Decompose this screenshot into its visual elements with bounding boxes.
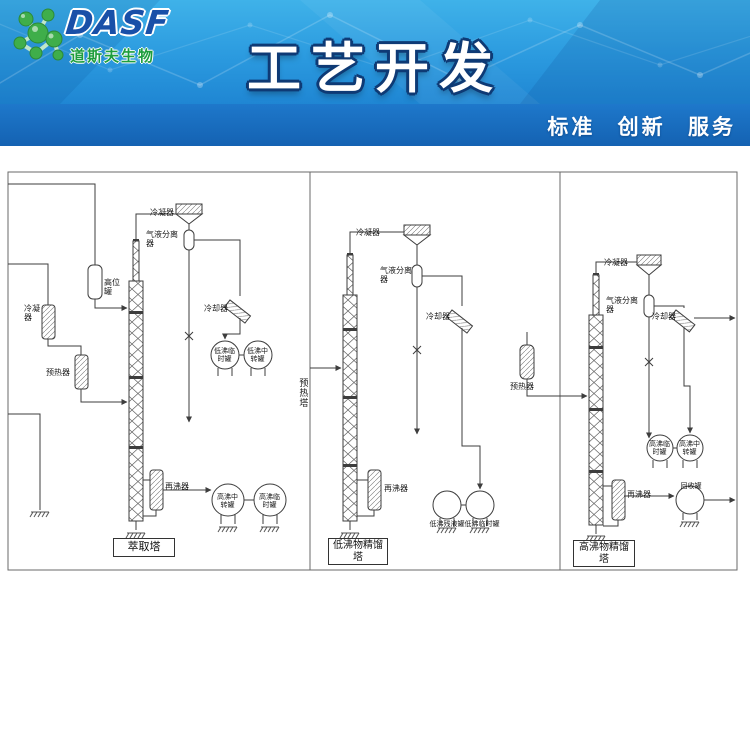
label-cooler-right: 冷却器 — [652, 312, 676, 321]
label-preheater-left: 预热器 — [46, 368, 70, 377]
label-separator-right: 气液分离器 — [606, 296, 638, 315]
preheater-vessel — [74, 354, 89, 390]
diagram-border — [7, 171, 738, 571]
label-reboiler-left: 再沸器 — [165, 482, 189, 491]
label-temp-tank-right: 高沸临时罐 — [649, 440, 670, 457]
label-condenser-mid: 冷凝器 — [356, 228, 380, 237]
condenser-shape — [403, 224, 431, 236]
label-condenser-right: 冷凝器 — [604, 258, 628, 267]
company-logo: DASF 道斯夫生物 — [8, 3, 208, 75]
recovery-tank-shape — [675, 485, 705, 515]
label-preheat-tower: 预热塔 — [297, 378, 308, 408]
reboiler-shape — [367, 469, 382, 511]
condenser-shape — [175, 203, 203, 215]
label-low-boil-transfer-tank: 低沸中转罐 — [247, 347, 268, 364]
gas-liquid-separator-shape — [183, 229, 195, 251]
section-high-boiler — [585, 254, 736, 542]
header-banner: DASF 道斯夫生物 工艺开发 — [0, 0, 750, 104]
label-separator-left: 气液分离器 — [146, 230, 178, 249]
molecule-logo-icon — [13, 8, 64, 61]
label-reboiler-right: 再沸器 — [627, 490, 651, 499]
temp-tank-shape — [465, 490, 495, 520]
process-flow-diagram: 冷凝器 气液分离器 高位罐 冷凝器 预热器 冷却器 低沸临时罐 低沸中转罐 再沸… — [0, 146, 750, 750]
small-condenser-vessel — [41, 304, 56, 340]
label-preheater-mid: 预热器 — [510, 382, 534, 391]
reboiler-shape — [149, 469, 164, 511]
label-residue-tank-mid: 低沸残液罐 — [429, 520, 465, 528]
residue-tank-shape — [432, 490, 462, 520]
label-head-tank: 高位罐 — [104, 278, 120, 297]
label-condenser-left: 冷凝器 — [150, 208, 174, 217]
label-transfer-tank-right: 高沸中转罐 — [679, 440, 700, 457]
label-low-boil-temp-tank: 低沸临时罐 — [214, 347, 235, 364]
head-tank-vessel — [87, 264, 103, 300]
cooler-shape — [445, 309, 474, 334]
sub-banner-strip — [0, 104, 750, 146]
pfd-linework — [7, 171, 738, 571]
label-separator-mid: 气液分离器 — [380, 266, 412, 285]
label-cooler-mid: 冷却器 — [426, 312, 450, 321]
preheater-vessel — [519, 344, 535, 380]
cooler-shape — [669, 309, 696, 333]
extraction-column — [128, 280, 144, 522]
label-recovery-tank: 回收罐 — [680, 482, 702, 490]
label-low-boiler-tower: 低沸物精馏塔 — [328, 538, 388, 565]
label-extraction-tower: 萃取塔 — [113, 538, 175, 557]
label-cooler-left: 冷却器 — [204, 304, 228, 313]
condenser-shape — [636, 254, 662, 266]
label-reboiler-mid: 再沸器 — [384, 484, 408, 493]
reboiler-shape — [611, 479, 626, 521]
logo-subtitle: 道斯夫生物 — [70, 47, 156, 65]
label-temp-tank-mid: 低沸临时罐 — [464, 520, 500, 528]
label-high-boiler-tower: 高沸物精馏塔 — [573, 540, 635, 567]
page-title: 工艺开发 — [247, 37, 503, 100]
label-high-boil-transfer-tank: 高沸中转罐 — [217, 493, 238, 510]
label-small-condenser: 冷凝器 — [24, 304, 40, 323]
cooler-shape — [223, 299, 252, 324]
tagline-text: 标准 创新 服务 — [547, 115, 736, 139]
section-extraction — [8, 183, 287, 539]
section-low-boiler — [310, 224, 588, 539]
label-high-boil-temp-tank: 高沸临时罐 — [259, 493, 280, 510]
